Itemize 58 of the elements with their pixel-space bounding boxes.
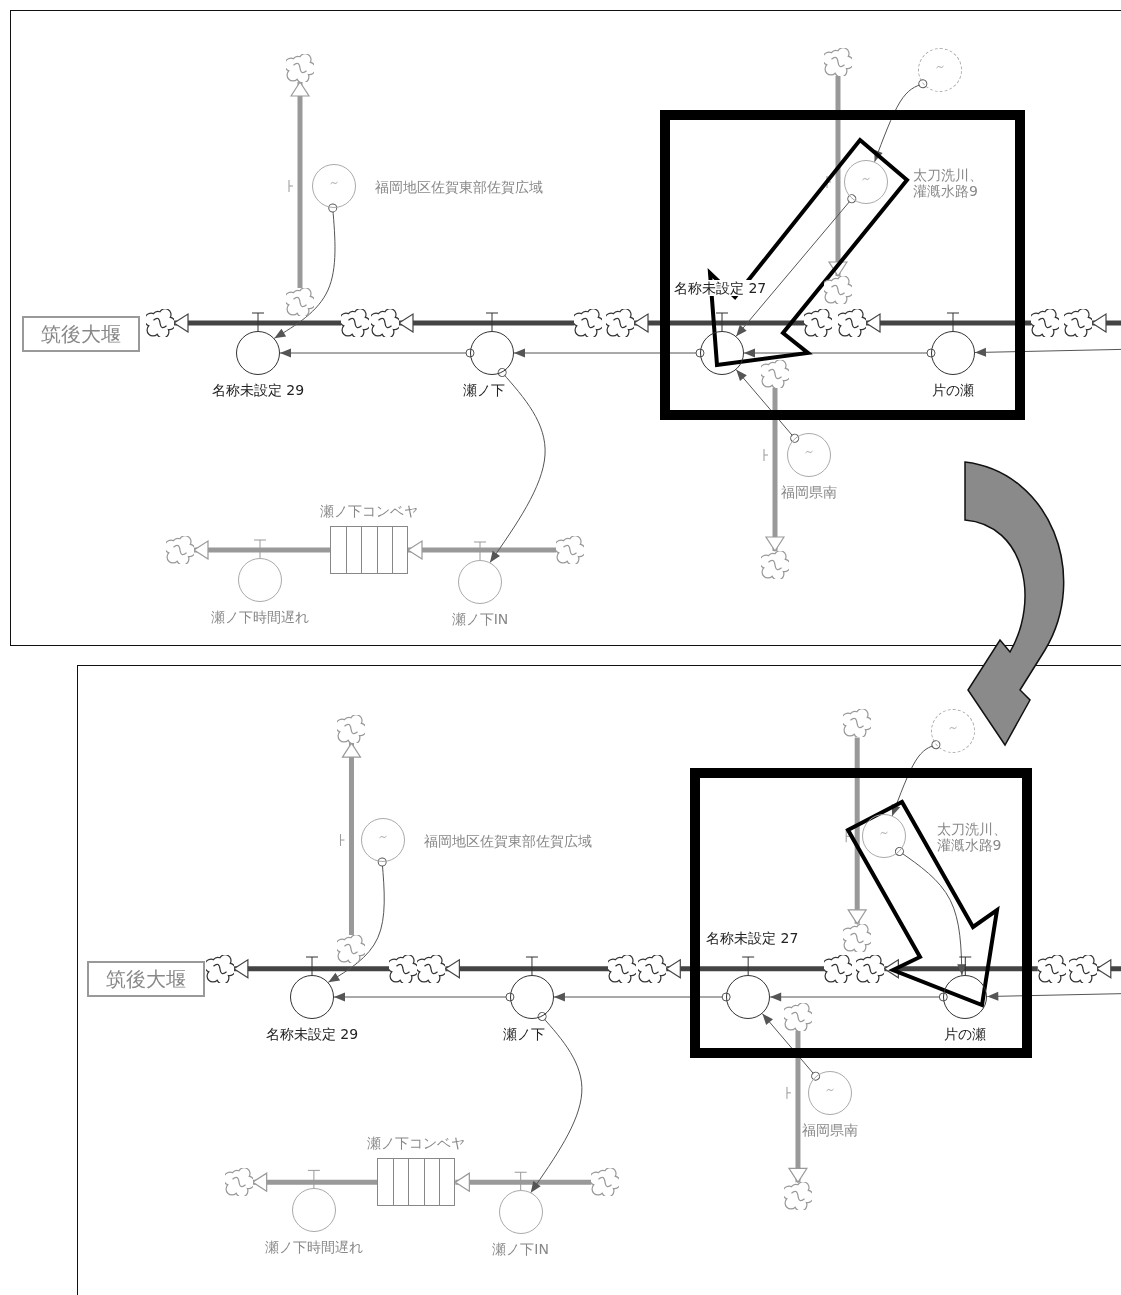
cloud-icon — [824, 48, 852, 76]
cloud-icon — [783, 1182, 812, 1211]
cloud-icon — [1068, 954, 1097, 983]
variable-label: 太刀洗川、灌漑水路9 — [913, 167, 984, 199]
cloud-icon — [574, 309, 602, 337]
cloud-icon — [389, 954, 418, 983]
cloud-icon — [824, 954, 853, 983]
variable-label: 片の瀬 — [932, 382, 974, 398]
variable-label: 名称未設定 29 — [265, 1026, 359, 1042]
cloud-icon — [608, 954, 637, 983]
cloud-icon — [856, 954, 885, 983]
variable-label: 片の瀬 — [944, 1026, 987, 1042]
variable-label: 名称未設定 27 — [674, 280, 767, 296]
variable-label: 瀬ノ下コンベヤ — [367, 1135, 466, 1152]
cloud-icon — [591, 1168, 620, 1197]
variable-label: 瀬ノ下IN — [451, 611, 509, 627]
cloud-icon — [224, 1168, 253, 1197]
cloud-icon — [824, 276, 852, 304]
variable-label: 名称未設定 29 — [211, 382, 305, 398]
cloud-icon — [146, 309, 174, 337]
variable-label: 瀬ノ下 — [502, 1026, 545, 1042]
cloud-icon — [337, 935, 366, 964]
cloud-icon — [838, 309, 866, 337]
direction-arrow — [845, 799, 1000, 1008]
cloud-icon — [286, 54, 314, 82]
variable-label: 福岡県南 — [781, 484, 837, 500]
cloud-icon — [804, 309, 832, 337]
cloud-icon — [783, 1002, 812, 1031]
variable-label: 瀬ノ下時間遅れ — [264, 1239, 363, 1256]
variable-label: 瀬ノ下 — [463, 382, 505, 398]
cloud-icon — [761, 551, 789, 579]
cloud-icon — [166, 536, 194, 564]
variable-label: 瀬ノ下IN — [492, 1241, 549, 1258]
variable-label: 福岡地区佐賀東部佐賀広域 — [424, 833, 593, 849]
cloud-icon — [606, 309, 634, 337]
cloud-icon — [1031, 309, 1059, 337]
variable-label: 名称未設定 27 — [706, 930, 799, 946]
direction-arrow — [707, 137, 910, 368]
variable-label: 福岡県南 — [801, 1121, 858, 1138]
cloud-icon — [761, 360, 789, 388]
variable-label: 太刀洗川、灌漑水路9 — [936, 821, 1008, 854]
cloud-icon — [286, 288, 314, 316]
cloud-icon — [371, 309, 399, 337]
cloud-icon — [1037, 954, 1066, 983]
variable-label: 瀬ノ下時間遅れ — [211, 609, 309, 625]
cloud-icon — [205, 954, 234, 983]
cloud-icon — [341, 309, 369, 337]
cloud-icon — [337, 715, 366, 744]
text-box: 筑後大堰 — [86, 961, 205, 998]
text-box: 筑後大堰 — [22, 316, 140, 352]
variable-label: 福岡地区佐賀東部佐賀広域 — [375, 179, 543, 195]
variable-label: 瀬ノ下コンベヤ — [320, 503, 418, 519]
cloud-icon — [843, 709, 872, 738]
cloud-icon — [556, 536, 584, 564]
cloud-icon — [638, 954, 667, 983]
cloud-icon — [1064, 309, 1092, 337]
cloud-icon — [417, 954, 446, 983]
cloud-icon — [843, 923, 872, 952]
